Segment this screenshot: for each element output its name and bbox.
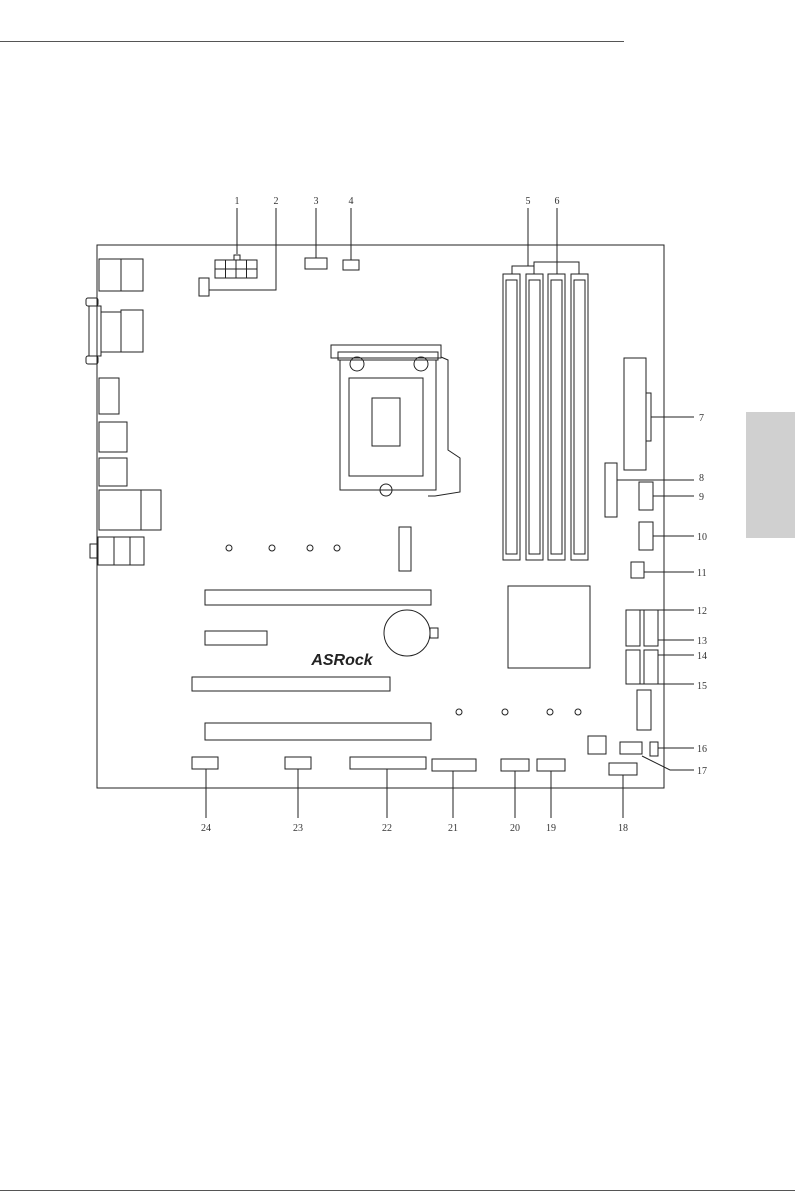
- header-18: [609, 763, 637, 775]
- callout-20: 20: [510, 823, 520, 834]
- callout-22: 22: [382, 823, 392, 834]
- callout-14: 14: [697, 651, 707, 662]
- fan-header-3: [305, 258, 327, 269]
- chipset: [508, 586, 590, 668]
- callout-23: 23: [293, 823, 303, 834]
- callout-3: 3: [314, 196, 319, 207]
- atx-power-connector: [624, 358, 646, 470]
- callout-9: 9: [699, 492, 704, 503]
- cmos-battery: [384, 610, 430, 656]
- dimm-slots: [503, 262, 588, 560]
- asrock-logo: ASRock: [310, 652, 373, 669]
- header-24: [192, 757, 218, 769]
- callout-11: 11: [697, 568, 707, 579]
- callout-18: 18: [618, 823, 628, 834]
- atx-latch: [646, 393, 651, 441]
- sata-10: [639, 522, 653, 550]
- sata-9: [639, 482, 653, 510]
- pcie-slot-4: [205, 723, 431, 740]
- callout-2: 2: [274, 196, 279, 207]
- pcie-slot-2: [205, 631, 267, 645]
- callout-6: 6: [555, 196, 560, 207]
- small-header-2: [199, 278, 209, 296]
- callout-labels: 1 2 3 4 5 6 7 8 9 10 11 12 13 14 15 16 1…: [201, 196, 707, 834]
- callout-7: 7: [699, 413, 704, 424]
- cpu-socket: [331, 345, 460, 496]
- header-16: [650, 742, 658, 756]
- battery-tab: [430, 628, 438, 638]
- fan-header-4: [343, 260, 359, 270]
- m2-slot: [399, 527, 411, 571]
- pcie-slot-3: [192, 677, 390, 691]
- sata-13: [644, 610, 658, 646]
- callout-21: 21: [448, 823, 458, 834]
- header-17: [620, 742, 642, 754]
- callout-17: 17: [697, 766, 707, 777]
- header-22: [350, 757, 426, 769]
- header-21: [432, 759, 476, 771]
- small-chip: [588, 736, 606, 754]
- callout-5: 5: [526, 196, 531, 207]
- callout-10: 10: [697, 532, 707, 543]
- header-20: [501, 759, 529, 771]
- callout-8: 8: [699, 473, 704, 484]
- atx12v-connector: [215, 255, 257, 278]
- sata-12: [626, 610, 640, 646]
- header-11: [631, 562, 644, 578]
- sata-15: [644, 650, 658, 684]
- callout-1: 1: [235, 196, 240, 207]
- sata-14: [626, 650, 640, 684]
- header-23: [285, 757, 311, 769]
- callout-4: 4: [349, 196, 354, 207]
- vertical-connector: [637, 690, 651, 730]
- leader-lines: [206, 208, 694, 818]
- callout-24: 24: [201, 823, 211, 834]
- callout-19: 19: [546, 823, 556, 834]
- callout-16: 16: [697, 744, 707, 755]
- callout-12: 12: [697, 606, 707, 617]
- pcie-slot-1: [205, 590, 431, 605]
- callout-13: 13: [697, 636, 707, 647]
- board-outline: [97, 245, 664, 788]
- usb3-header: [605, 463, 617, 517]
- callout-15: 15: [697, 681, 707, 692]
- header-19: [537, 759, 565, 771]
